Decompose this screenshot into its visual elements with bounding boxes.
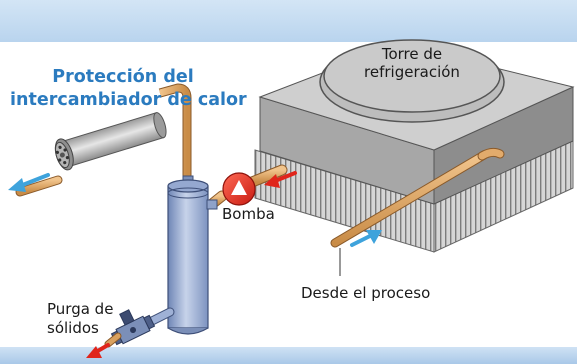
tower-label-line-2: refrigeración (364, 63, 460, 81)
separator-vessel (167, 175, 218, 335)
pump (222, 172, 256, 206)
title-line-1: Protección del (52, 67, 194, 87)
arrow-outlet-blue (8, 173, 50, 192)
pump-label: Bomba (222, 205, 275, 223)
purge-label-line-2: sólidos (47, 319, 99, 337)
process-label: Desde el proceso (301, 284, 431, 302)
purge-label: Purga de sólidos (47, 300, 113, 338)
process-pipe (330, 147, 505, 248)
tower-fan-top (323, 39, 501, 113)
suction-pipe (246, 164, 288, 188)
tower-label-line-1: Torre de (381, 45, 443, 63)
diagram-title: Protección del intercambiador de calor (10, 66, 247, 112)
arrow-process-blue (350, 230, 382, 247)
outlet-pipe (15, 175, 63, 197)
header-band (0, 0, 577, 42)
bottom-band (0, 347, 577, 364)
filter-feed-pipe (158, 83, 192, 178)
title-line-2: intercambiador de calor (10, 90, 247, 110)
arrow-pump-red (264, 171, 297, 188)
purge-valve (104, 307, 175, 348)
heat-exchanger-filter (54, 112, 167, 171)
purge-label-line-1: Purga de (47, 300, 114, 318)
arrow-purge-red (86, 343, 110, 358)
tower-label: Torre de refrigeración (352, 45, 472, 81)
